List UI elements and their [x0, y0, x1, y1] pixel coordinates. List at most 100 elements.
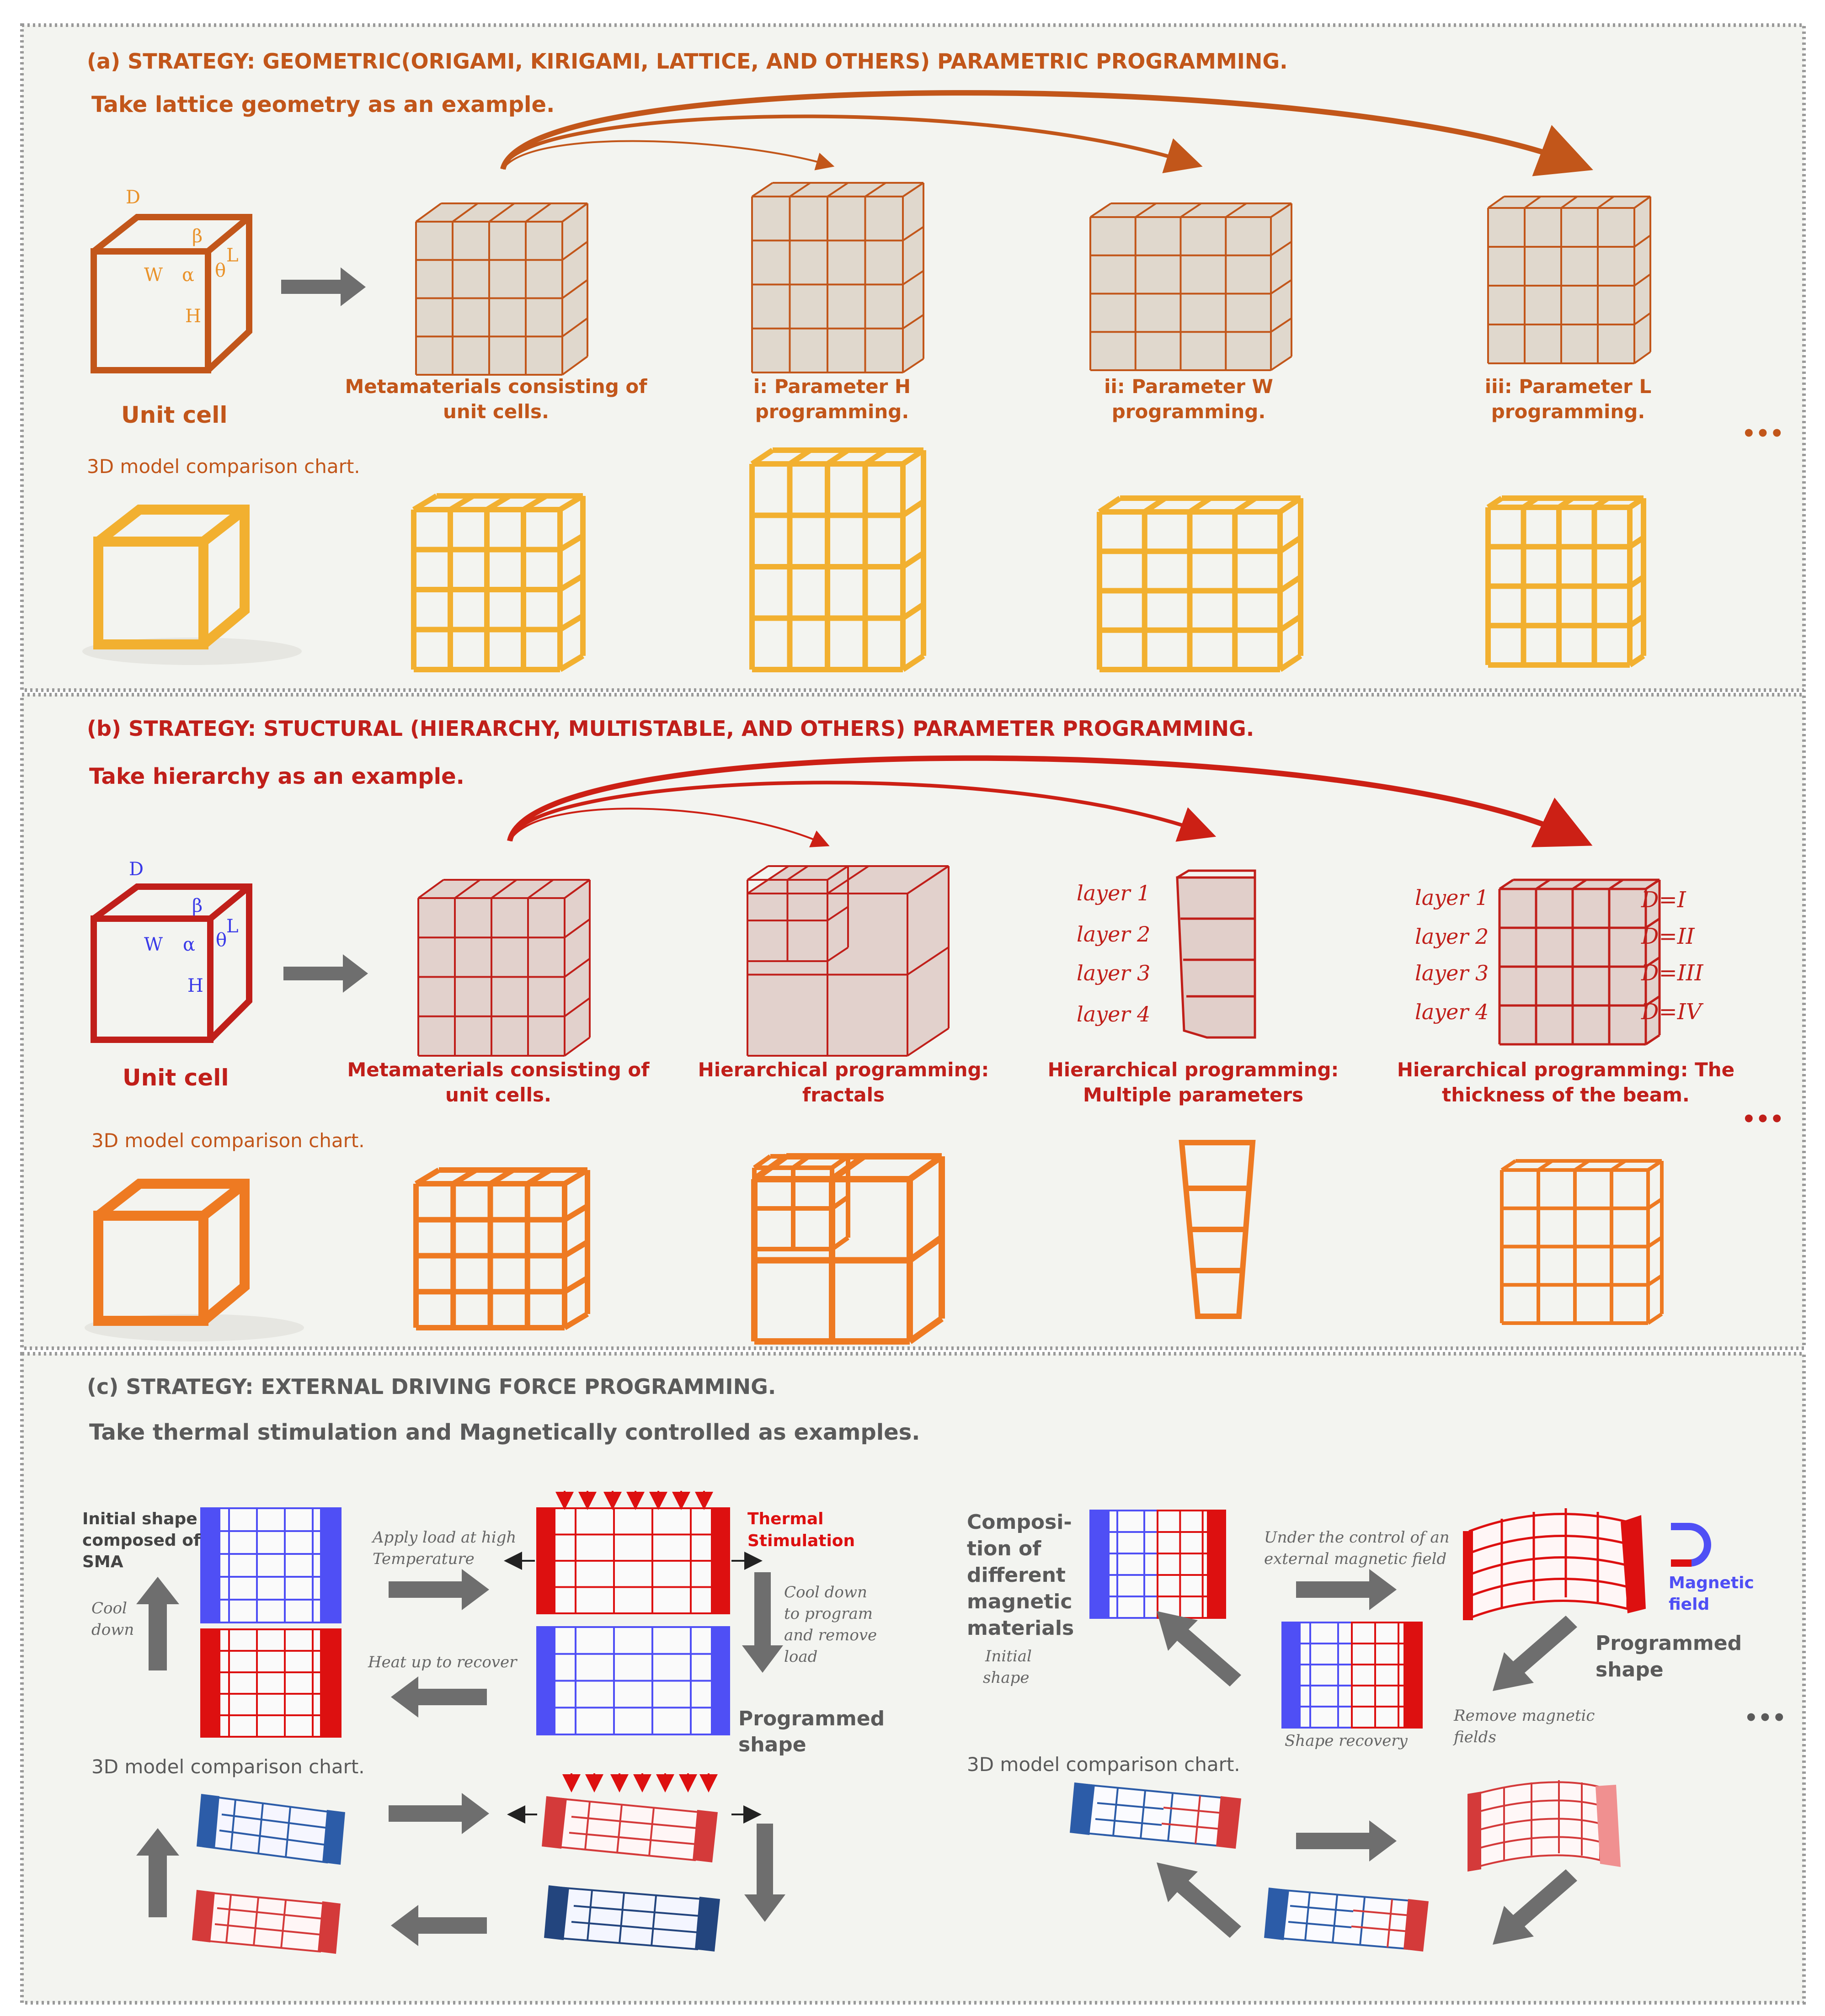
- lattice-param-l: [1487, 196, 1651, 364]
- clamp-right: [320, 1629, 341, 1737]
- gray-arrow-left: [391, 1676, 487, 1718]
- thickness-4: D=IV: [1641, 999, 1704, 1025]
- caption-metamaterials-2: unit cells.: [443, 400, 549, 423]
- gray-arrow-diag: [1493, 1616, 1577, 1691]
- grid-initial-blue: [200, 1507, 342, 1623]
- clamp-left: [537, 1508, 555, 1613]
- caption-metamaterials-1: Metamaterials consisting of: [347, 1059, 650, 1081]
- clamp-right: [1621, 1515, 1646, 1613]
- cool-program-2: to program: [784, 1605, 873, 1623]
- param-alpha: α: [183, 934, 195, 955]
- gray-arrow-down: [742, 1572, 783, 1673]
- clamp-left: [201, 1508, 220, 1622]
- cool-program-3: and remove: [784, 1626, 877, 1644]
- composition-5: materials: [967, 1617, 1074, 1640]
- panel-b: (b) STRATEGY: STUCTURAL (HIERARCHY, MULT…: [20, 693, 1806, 1350]
- lattice-metamaterial: [417, 879, 591, 1057]
- layer-3: layer 3: [1415, 961, 1489, 985]
- param-l: L: [226, 916, 239, 937]
- cool-program-1: Cool down: [784, 1583, 867, 1601]
- apply-load-1: Apply load at high: [371, 1528, 516, 1547]
- initial-shape-1: Initial: [985, 1647, 1032, 1665]
- lattice-param-w: [1089, 202, 1292, 371]
- comparison-label: 3D model comparison chart.: [91, 1129, 365, 1152]
- gray-arrow-right: [1296, 1569, 1397, 1610]
- load-arrows: [562, 1773, 718, 1793]
- clamp-right: [1596, 1785, 1621, 1867]
- remove-fields-2: fields: [1452, 1728, 1496, 1746]
- layer-3: layer 3: [1077, 961, 1150, 985]
- cool-program-4: load: [784, 1648, 817, 1666]
- param-l: L: [226, 245, 239, 266]
- initial-shape-3: SMA: [82, 1553, 123, 1571]
- gray-arrow-right: [389, 1569, 489, 1610]
- gray-arrow-left: [391, 1905, 487, 1946]
- curved-arrow-l: [500, 90, 1593, 176]
- clamp-left: [201, 1629, 220, 1737]
- panel-a-subtitle: Take lattice geometry as an example.: [91, 92, 555, 117]
- clamp-right: [1207, 1511, 1226, 1618]
- ellipsis: •••: [1742, 1106, 1784, 1132]
- lattice-param-h: [751, 182, 924, 373]
- lattice-model-param-l: [1485, 495, 1646, 668]
- lattice-model-param-w: [1097, 495, 1303, 672]
- programmed-shape-1: Programmed: [738, 1707, 885, 1730]
- panel-b-unit-cell: [91, 883, 252, 1043]
- param-alpha: α: [182, 265, 194, 286]
- clamp-left: [1282, 1622, 1301, 1728]
- caption-multiple-2: Multiple parameters: [1083, 1084, 1303, 1106]
- composition-4: magnetic: [967, 1590, 1072, 1613]
- unit-cell-label: Unit cell: [121, 402, 227, 428]
- caption-thickness-1: Hierarchical programming: The: [1397, 1059, 1734, 1081]
- param-w: W: [144, 934, 163, 955]
- fractal-sub-model: [752, 1154, 850, 1251]
- model-initial-blue: [197, 1794, 345, 1865]
- under-control-1: Under the control of an: [1264, 1528, 1450, 1547]
- lattice-model-metamaterial: [413, 1167, 590, 1330]
- model-programmed-blue: [544, 1885, 720, 1952]
- panel-b-title: (b) STRATEGY: STUCTURAL (HIERARCHY, MULT…: [87, 716, 1254, 741]
- magnetic-field-1: Magnetic: [1669, 1574, 1754, 1592]
- caption-metamaterials-1: Metamaterials consisting of: [345, 375, 647, 398]
- param-beta: β: [192, 895, 203, 916]
- initial-shape-2: composed of: [82, 1531, 201, 1550]
- magnet-icon: [1671, 1523, 1711, 1567]
- lattice-metamaterial: [415, 202, 588, 376]
- tapered-column-model: [1179, 1140, 1256, 1319]
- gray-arrow-right: [389, 1793, 489, 1834]
- initial-shape-2: shape: [983, 1669, 1030, 1687]
- lattice-model-thickness: [1500, 1159, 1664, 1325]
- model-recovered-red: [192, 1890, 341, 1954]
- fractal-lattice: [747, 865, 950, 1057]
- grid-magnetic-deformed: [1468, 1508, 1629, 1620]
- grid-loaded-red: [536, 1507, 730, 1614]
- lattice-model-param-h: [749, 447, 926, 672]
- composition-3: different: [967, 1564, 1066, 1587]
- model-unit-cell: [85, 1179, 304, 1341]
- clamp-right: [711, 1627, 729, 1734]
- caption-param-w-2: programming.: [1112, 400, 1266, 423]
- gray-arrow: [281, 267, 366, 306]
- panel-c-subtitle: Take thermal stimulation and Magneticall…: [89, 1420, 920, 1445]
- gray-arrow-up: [136, 1577, 179, 1670]
- panel-c-title: (c) STRATEGY: EXTERNAL DRIVING FORCE PRO…: [87, 1374, 776, 1399]
- caption-param-l-2: programming.: [1491, 400, 1645, 423]
- ellipsis: •••: [1742, 421, 1784, 447]
- clamp-left: [1090, 1511, 1110, 1618]
- panel-a-title: (a) STRATEGY: GEOMETRIC(ORIGAMI, KIRIGAM…: [87, 49, 1288, 74]
- curved-arrow-fractal: [509, 808, 830, 847]
- thickness-3: D=III: [1641, 960, 1704, 986]
- under-control-2: external magnetic field: [1264, 1550, 1446, 1568]
- comparison-label-left: 3D model comparison chart.: [91, 1755, 365, 1778]
- fractal-sub-lattice: [747, 865, 849, 962]
- composition-1: Composi-: [967, 1511, 1072, 1534]
- panel-c: (c) STRATEGY: EXTERNAL DRIVING FORCE PRO…: [20, 1352, 1806, 2005]
- grid-recovered-red: [200, 1628, 342, 1738]
- panel-a: (a) STRATEGY: GEOMETRIC(ORIGAMI, KIRIGAM…: [20, 23, 1806, 692]
- magnetic-field-2: field: [1669, 1595, 1709, 1614]
- model-magnetic-deformed: [1476, 1780, 1601, 1868]
- cool-down-1: Cool: [91, 1599, 127, 1617]
- comparison-label: 3D model comparison chart.: [87, 455, 360, 478]
- grid-programmed-blue: [536, 1626, 730, 1735]
- layer-2: layer 2: [1077, 922, 1150, 947]
